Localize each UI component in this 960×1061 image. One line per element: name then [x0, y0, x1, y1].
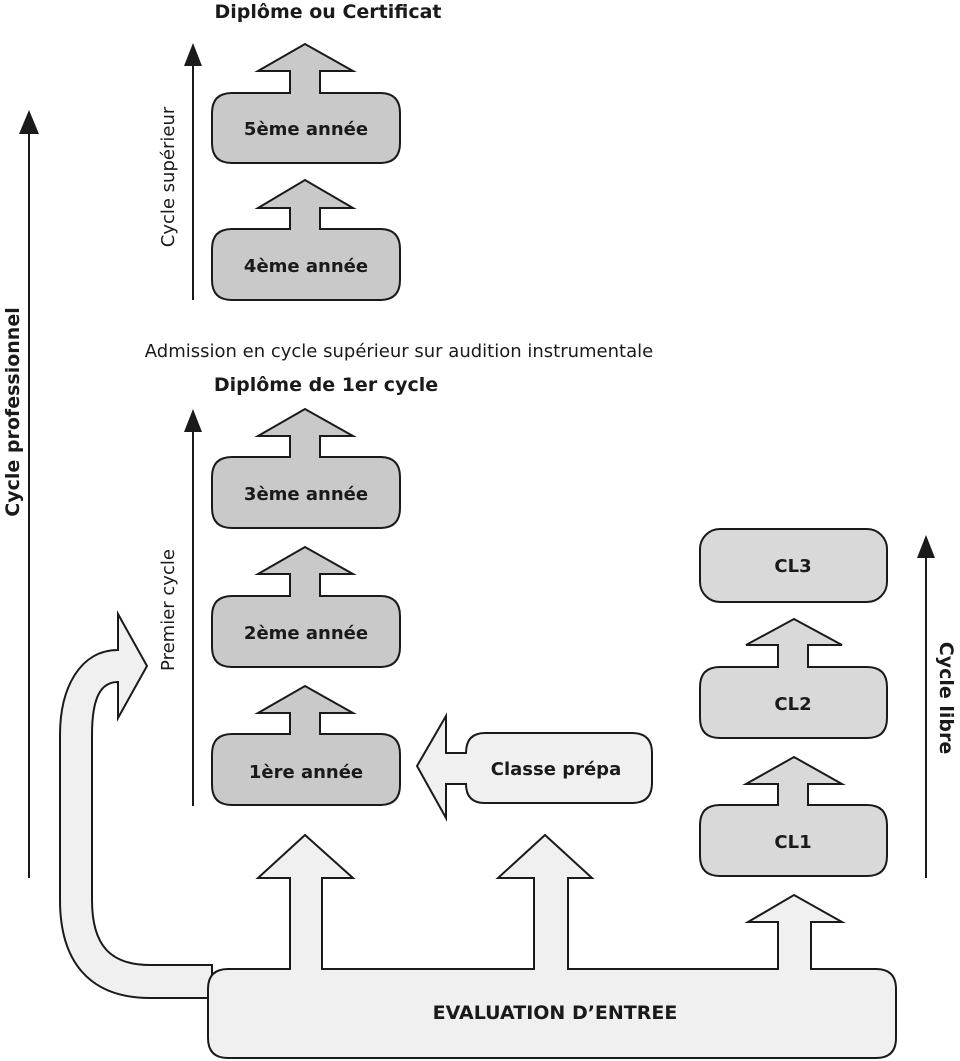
year-1-node: 1ère année: [211, 684, 401, 806]
curved-entry-arrow: [59, 610, 213, 999]
cl1-box: [699, 755, 888, 877]
free-cycle-label: Cycle libre: [935, 642, 957, 755]
cl2-box: [699, 617, 888, 739]
entry-evaluation-label: EVALUATION D’ENTREE: [433, 1002, 678, 1024]
cl3-box: [699, 528, 888, 603]
year-5-node: 5ème année: [211, 42, 401, 164]
arrowhead-icon: [184, 409, 202, 432]
year-2-label: 2ème année: [244, 623, 368, 644]
upper-cycle-label: Cycle supérieur: [158, 106, 179, 247]
year-1-label: 1ère année: [249, 762, 363, 783]
cl1-node: CL1: [699, 755, 888, 877]
prep-class-label: Classe prépa: [491, 759, 621, 780]
admission-note: Admission en cycle supérieur sur auditio…: [145, 341, 653, 362]
year-4-label: 4ème année: [244, 256, 368, 277]
free-cycle-axis: Cycle libre: [917, 535, 957, 878]
year-2-box: [211, 545, 401, 668]
year-5-label: 5ème année: [244, 119, 368, 140]
first-cycle-label: Premier cycle: [158, 549, 179, 671]
year-4-box: [211, 178, 401, 301]
first-cycle-diploma-title: Diplôme de 1er cycle: [214, 374, 438, 396]
arrowhead-icon: [19, 110, 39, 134]
cl3-node: CL3: [699, 528, 888, 603]
cl3-label: CL3: [774, 556, 811, 577]
professional-cycle-label: Cycle professionnel: [2, 307, 24, 516]
cl2-label: CL2: [774, 694, 811, 715]
professional-cycle-axis: Cycle professionnel: [2, 110, 39, 878]
arrowhead-icon: [917, 535, 935, 558]
year-5-box: [211, 42, 401, 164]
cl1-label: CL1: [774, 832, 811, 853]
upper-cycle-axis: Cycle supérieur: [158, 43, 202, 300]
first-cycle-axis: Premier cycle: [158, 409, 202, 806]
year-1-box: [211, 684, 401, 806]
prep-class-box: [415, 712, 653, 822]
entry-evaluation-box: [207, 833, 897, 1059]
year-3-box: [211, 407, 401, 529]
year-2-node: 2ème année: [211, 545, 401, 668]
year-4-node: 4ème année: [211, 178, 401, 301]
prep-class-node: Classe prépa: [415, 712, 653, 822]
top-diploma-title: Diplôme ou Certificat: [215, 1, 442, 23]
year-3-node: 3ème année: [211, 407, 401, 529]
cl2-node: CL2: [699, 617, 888, 739]
year-3-label: 3ème année: [244, 484, 368, 505]
arrowhead-icon: [184, 43, 202, 66]
